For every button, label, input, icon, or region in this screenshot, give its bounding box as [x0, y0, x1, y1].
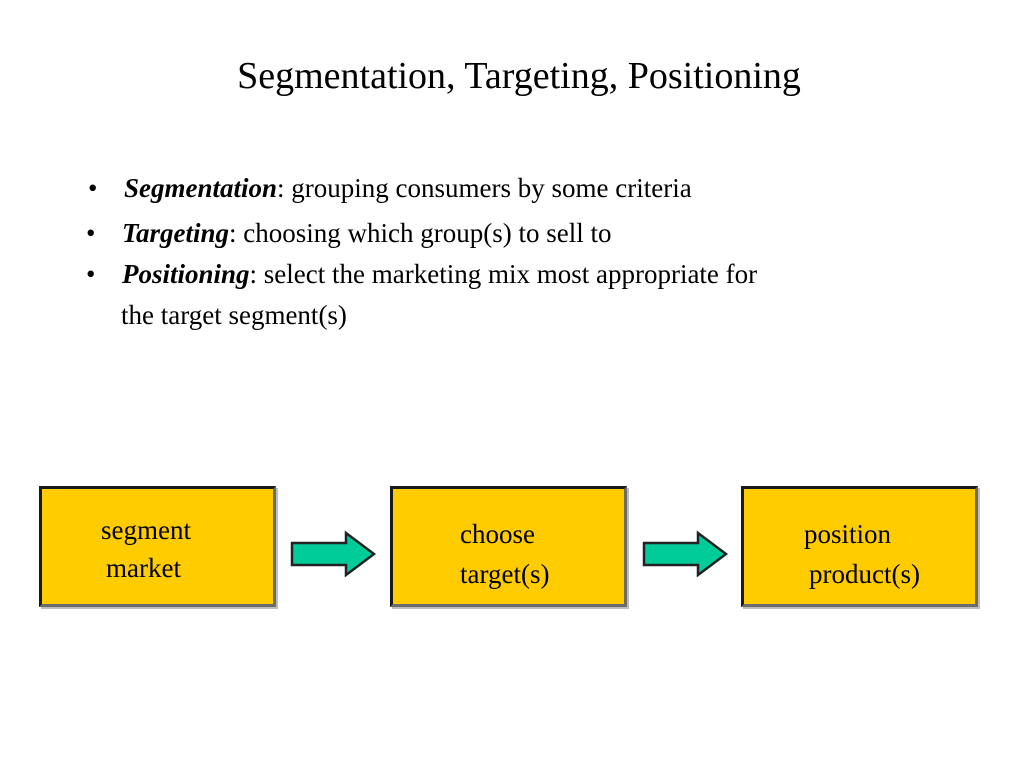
- bullet-text: : select the marketing mix most appropri…: [249, 259, 758, 289]
- bullet-targeting: • Targeting: choosing which group(s) to s…: [86, 215, 612, 251]
- right-arrow-icon: [290, 530, 377, 578]
- bullet-text: : grouping consumers by some criteria: [277, 173, 692, 203]
- slide-title: Segmentation, Targeting, Positioning: [237, 55, 801, 97]
- bullet-term: Positioning: [122, 259, 250, 289]
- flow-box-segment-market: segment market: [39, 486, 276, 607]
- flow-box-choose-target: choose target(s): [390, 486, 627, 607]
- flow-box-line1: position: [804, 519, 892, 549]
- bullet-term: Segmentation: [124, 173, 278, 203]
- flow-box-position-product: position product(s): [741, 486, 978, 607]
- bullet-text: : choosing which group(s) to sell to: [229, 218, 612, 248]
- flow-box-line1: segment: [101, 515, 191, 545]
- flow-box-line1: choose: [460, 519, 535, 549]
- flow-box-line2: target(s): [460, 559, 550, 589]
- flow-box-line2: market: [106, 553, 181, 583]
- bullet-segmentation: • Segmentation: grouping consumers by som…: [88, 170, 692, 206]
- bullet-term: Targeting: [122, 218, 230, 248]
- bullet-marker: •: [88, 173, 98, 203]
- bullet-marker: •: [86, 259, 96, 289]
- bullet-list: • Segmentation: grouping consumers by som…: [0, 0, 1024, 360]
- flow-box-line2: product(s): [809, 559, 920, 589]
- bullet-continuation: the target segment(s): [121, 300, 347, 330]
- bullet-positioning: • Positioning: select the marketing mix m…: [86, 256, 757, 292]
- bullet-marker: •: [86, 218, 96, 248]
- right-arrow-icon: [642, 530, 729, 578]
